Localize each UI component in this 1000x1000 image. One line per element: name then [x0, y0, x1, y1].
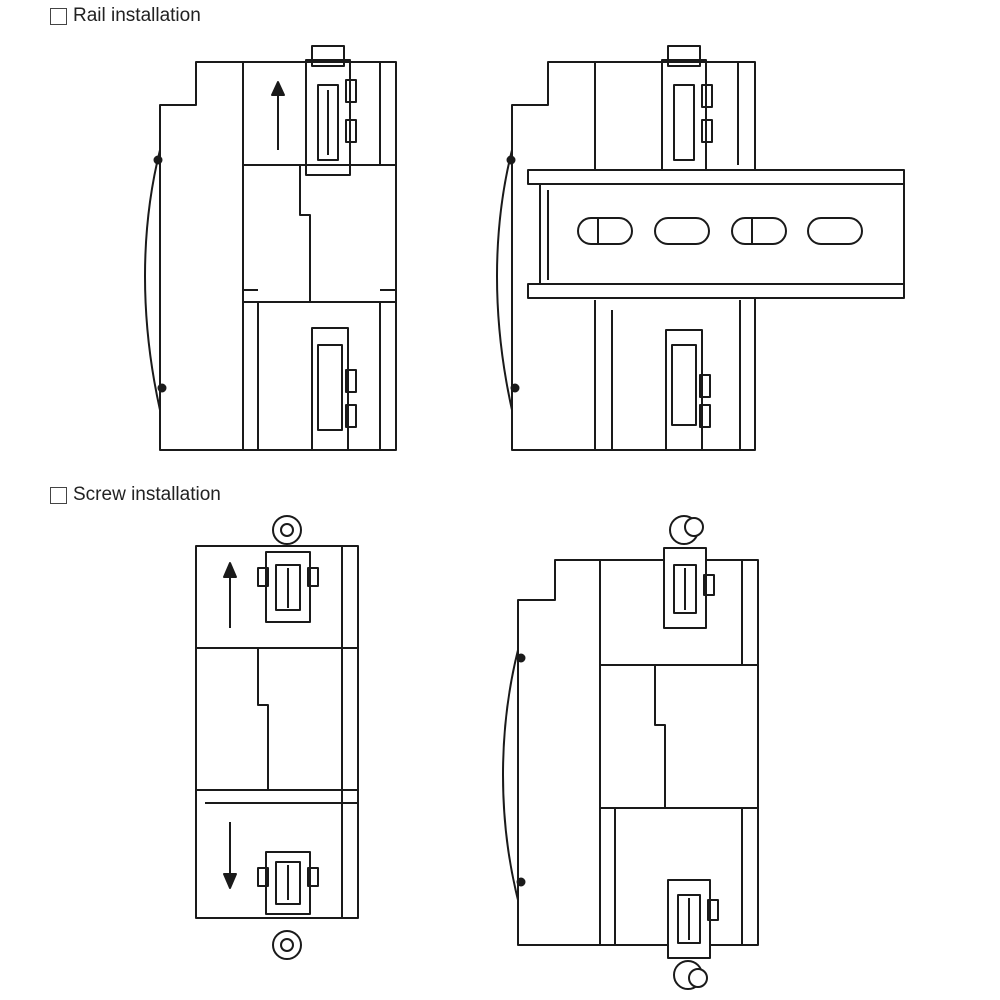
- rail-device-unmounted: [145, 46, 396, 450]
- rail-installation-checkbox[interactable]: [50, 7, 67, 25]
- din-rail: [528, 170, 904, 298]
- screw-installation-heading: Screw installation: [50, 484, 221, 506]
- rail-device-mounted: [497, 46, 904, 450]
- rail-installation-heading: Rail installation: [50, 5, 201, 27]
- down-arrow-icon: [224, 822, 236, 888]
- up-arrow-icon: [224, 563, 236, 628]
- screw-installation-label: Screw installation: [73, 484, 221, 505]
- screw-device-mounted: [503, 516, 758, 989]
- screw-installation-checkbox[interactable]: [50, 486, 67, 504]
- screw-device-front: [196, 516, 358, 959]
- rail-installation-label: Rail installation: [73, 5, 201, 26]
- up-arrow-icon: [272, 82, 284, 150]
